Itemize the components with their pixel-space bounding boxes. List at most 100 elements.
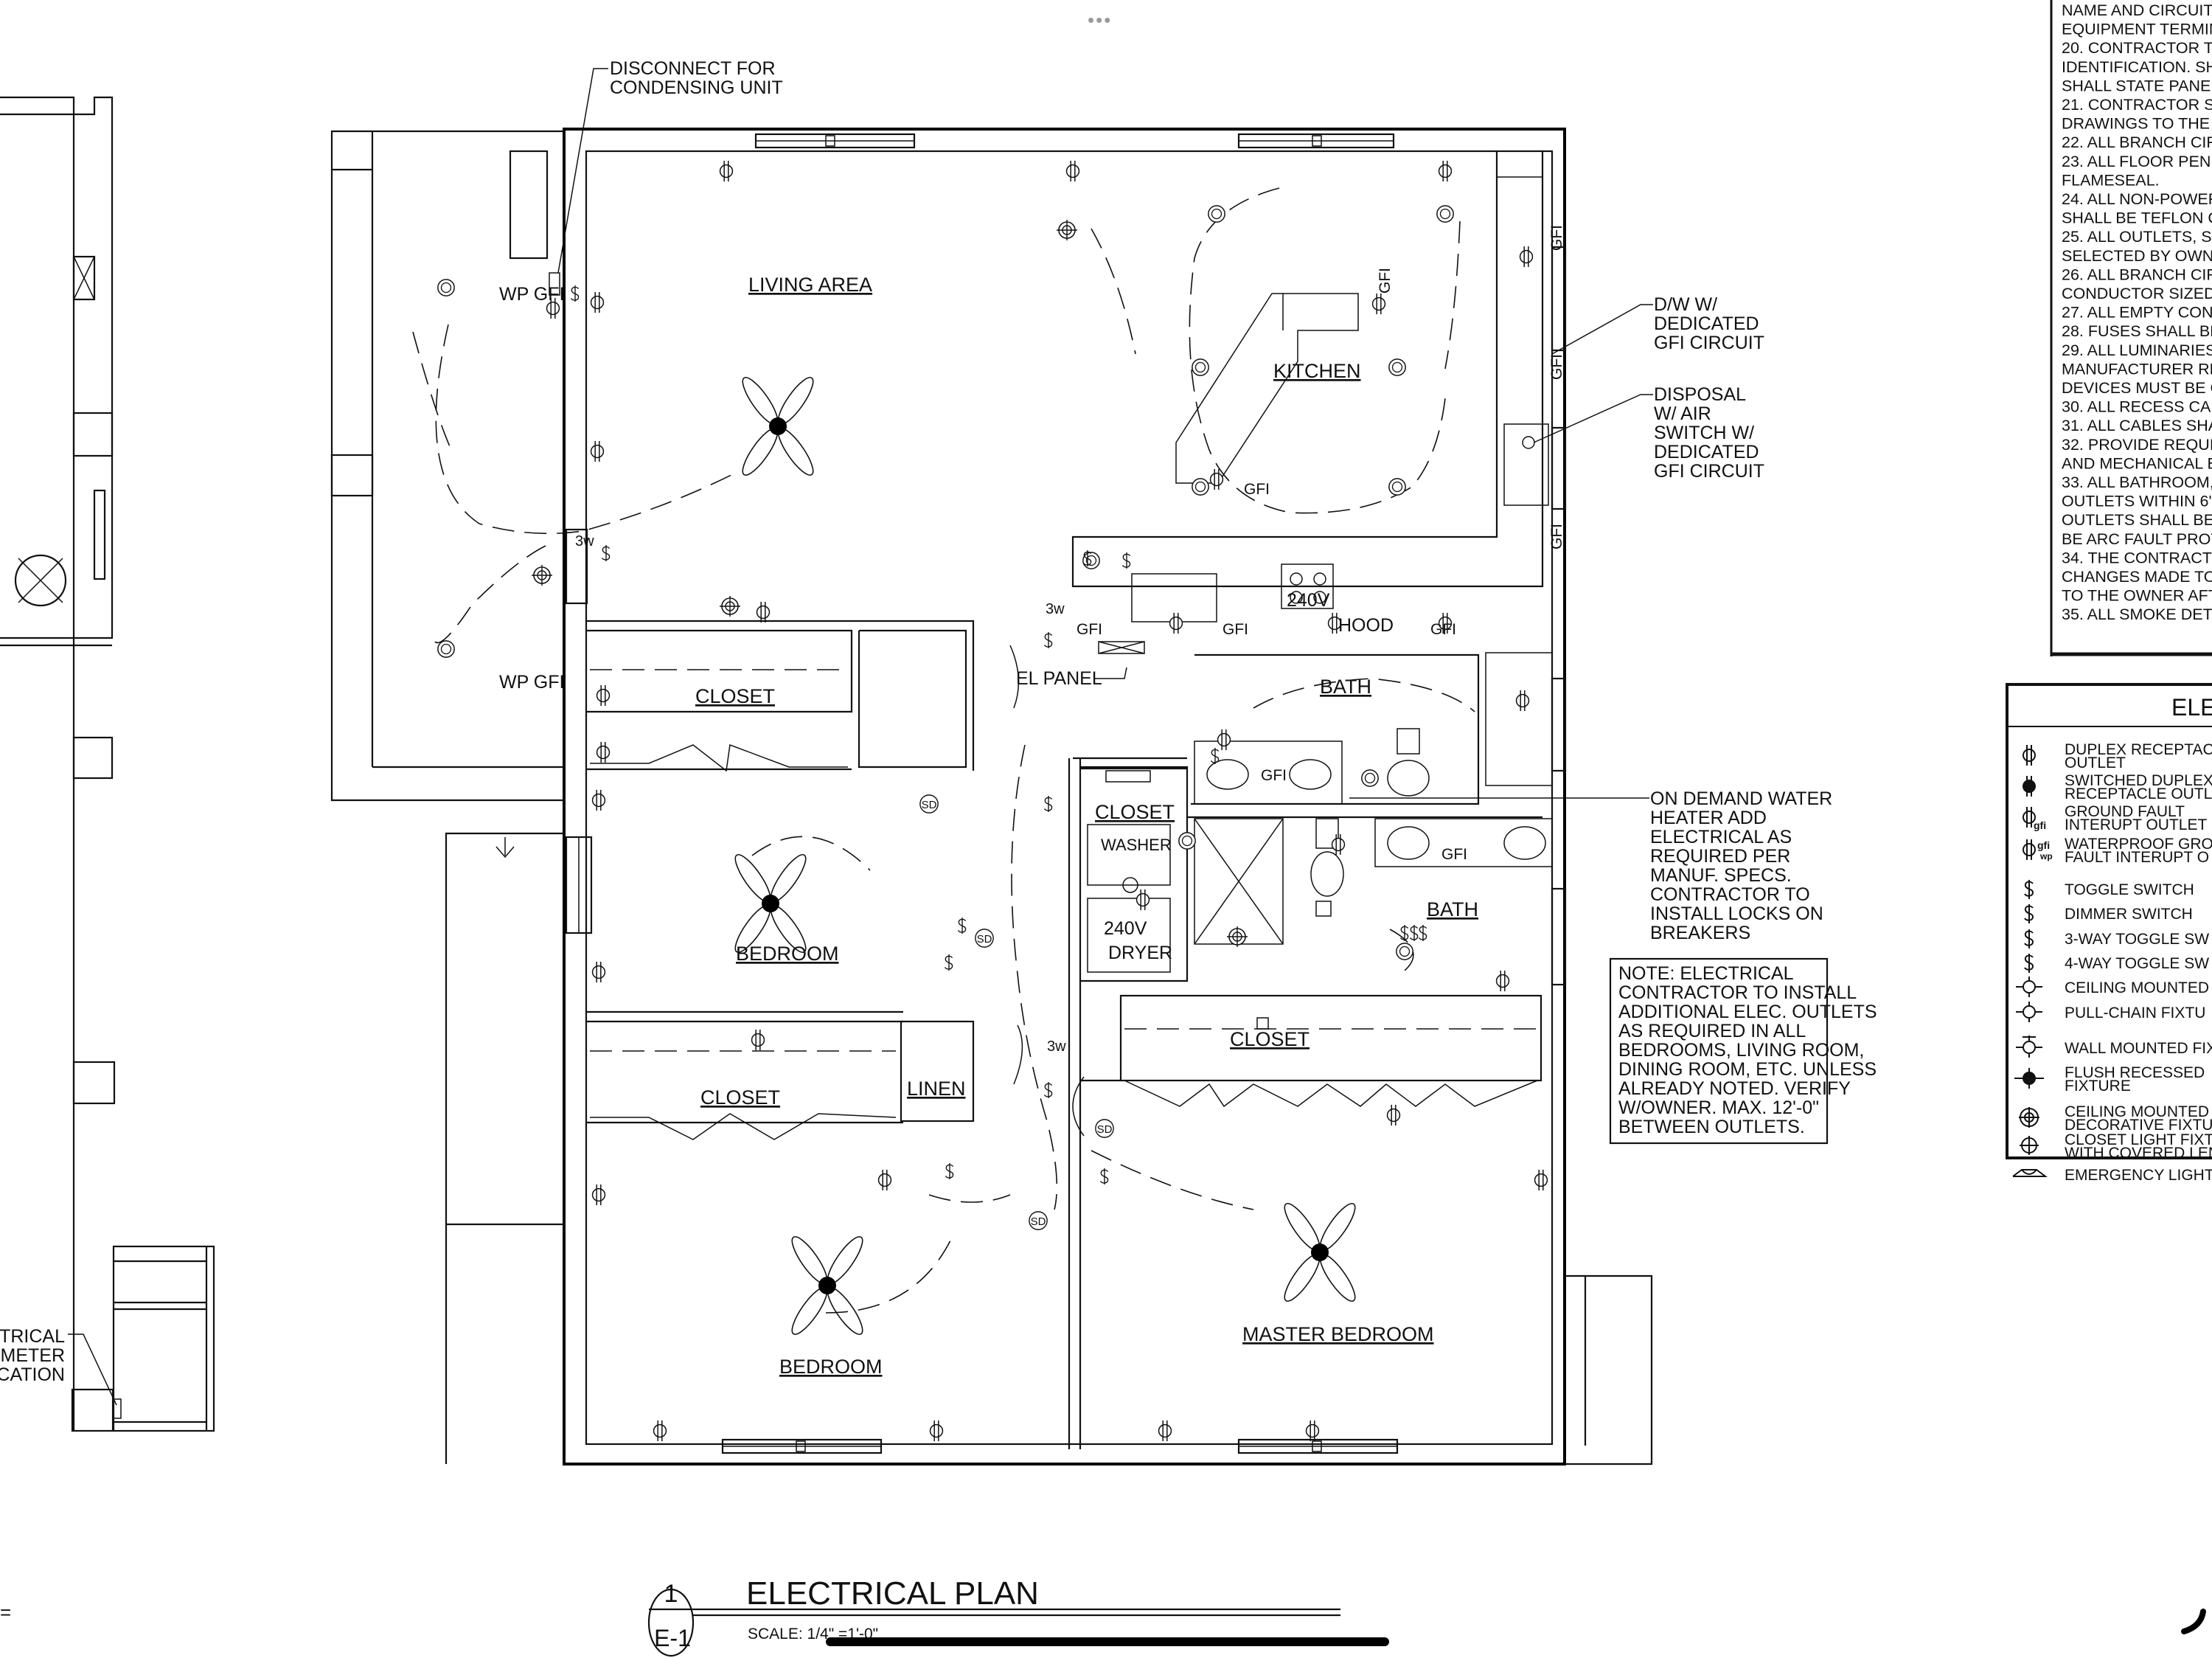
duplex-receptacle-icon	[591, 1184, 606, 1206]
general-note-line: CONDUCTOR SIZED IN AC	[2062, 285, 2212, 302]
general-note-line: 27. ALL EMPTY CONDUITS	[2062, 304, 2212, 322]
svg-text:GFI: GFI	[1261, 767, 1287, 784]
toggle-switch-icon	[1121, 551, 1131, 570]
ceiling-fan-icon	[737, 372, 819, 480]
svg-text:DINING ROOM, ETC. UNLESS: DINING ROOM, ETC. UNLESS	[1618, 1059, 1877, 1080]
ceiling-light-icon	[1192, 358, 1209, 376]
svg-text:ALREADY NOTED. VERIFY: ALREADY NOTED. VERIFY	[1618, 1078, 1851, 1099]
duplex-receptacle-icon	[1158, 1420, 1172, 1442]
general-note-line: FLAMESEAL.	[2062, 171, 2160, 189]
3way-switch-icon	[2024, 929, 2034, 948]
general-note-line: 29. ALL LUMINARIES SHA	[2062, 341, 2212, 359]
svg-text:WASHER: WASHER	[1101, 836, 1172, 854]
pen-tool-icon[interactable]	[2181, 1609, 2206, 1634]
general-note-line: 28. FUSES SHALL BE DU	[2062, 322, 2212, 340]
duplex-receptacle-icon	[590, 440, 605, 462]
detail-number: 1	[664, 1580, 678, 1608]
duplex-receptacle-icon	[756, 601, 771, 623]
general-note-line: 25. ALL OUTLETS, SWITC	[2062, 228, 2212, 246]
ceiling-light-icon	[1388, 478, 1406, 496]
general-note-line: BE ARC FAULT PROTECTE	[2062, 530, 2212, 548]
toggle-switch-icon	[1409, 923, 1419, 943]
general-note-line: 34. THE CONTRACTOR SH	[2062, 549, 2212, 566]
smoke-detector-label: SD	[977, 933, 992, 946]
duplex-receptacle-icon	[1495, 970, 1510, 992]
general-note-line: SHALL BE TEFLON COATE	[2062, 209, 2212, 227]
legend-item: 3-WAY TOGGLE SW	[2024, 929, 2209, 948]
legend-item-label: SWITCHED DUPLEX	[2065, 772, 2212, 789]
legend-item-label: CEILING MOUNTED	[2065, 979, 2209, 996]
svg-text:240V: 240V	[1104, 918, 1147, 939]
legend-item-label: WITH COVERED LEN	[2065, 1145, 2212, 1162]
general-note-line: 23. ALL FLOOR PENETRA	[2062, 153, 2212, 170]
svg-text:WP GFI: WP GFI	[499, 284, 564, 305]
switched-duplex-icon	[2023, 776, 2036, 797]
room-label-kitchen: KITCHEN	[1273, 360, 1361, 382]
ceiling-light-icon	[437, 640, 455, 658]
general-note-line: NAME AND CIRCUIT NUMB	[2062, 1, 2212, 19]
room-labels: LIVING AREA KITCHEN CLOSET BATH CLOSET B…	[695, 274, 1478, 1378]
svg-text:SWITCH W/: SWITCH W/	[1654, 423, 1754, 443]
legend-item: EMERGENCY LIGHT F	[2012, 1167, 2212, 1184]
edge-mark: =	[0, 1601, 11, 1623]
legend-item: CEILING MOUNTED	[2016, 977, 2209, 997]
callout-water-heater: ON DEMAND WATER HEATER ADD ELECTRICAL AS…	[1349, 788, 1832, 943]
toggle-switch-icon	[1210, 746, 1220, 766]
svg-text:D/W W/: D/W W/	[1654, 294, 1717, 315]
duplex-receptacle-icon	[877, 1169, 892, 1191]
pull-chain-fixture-icon	[2016, 1002, 2042, 1022]
legend-item: PULL-CHAIN FIXTU	[2016, 1002, 2205, 1022]
plan-annotations: WP GFI WP GFI GFI GFI GFI GFI GFI GFI GF…	[499, 225, 1565, 1055]
meter-callout: ECTRICAL METER LOCATION	[0, 1326, 65, 1385]
svg-text:DEDICATED: DEDICATED	[1654, 442, 1759, 462]
closet-light-icon	[2020, 1136, 2039, 1155]
svg-text:ADDITIONAL ELEC. OUTLETS: ADDITIONAL ELEC. OUTLETS	[1618, 1002, 1877, 1022]
room-label-master-bedroom: MASTER BEDROOM	[1242, 1323, 1434, 1345]
legend-item-label: RECEPTACLE OUTLE	[2065, 785, 2212, 802]
toggle-switch-icon	[944, 953, 953, 972]
general-note-line: MANUFACTURER RECOMMI	[2062, 360, 2212, 378]
toggle-switch-icon	[1043, 631, 1053, 650]
ceiling-light-icon	[1388, 358, 1406, 376]
switch-wiring	[412, 187, 1475, 1314]
svg-text:BEDROOMS, LIVING ROOM,: BEDROOMS, LIVING ROOM,	[1618, 1040, 1864, 1061]
room-label-closet: CLOSET	[700, 1086, 780, 1109]
toggle-switch-icon	[945, 1162, 954, 1181]
svg-text:GFI: GFI	[1430, 621, 1456, 638]
ceiling-light-icon	[1082, 552, 1100, 569]
toggle-switch-icon	[1043, 1081, 1053, 1100]
legend-item-label: DECORATIVE FIXTUR	[2065, 1117, 2212, 1134]
svg-text:EL PANEL: EL PANEL	[1016, 668, 1102, 689]
duplex-receptacle-icon	[591, 789, 606, 811]
svg-text:wp: wp	[2039, 851, 2053, 861]
toggle-switch-icon	[957, 916, 967, 935]
duplex-receptacle-icon	[1209, 468, 1224, 490]
legend-item-label: CEILING MOUNTED	[2065, 1103, 2209, 1120]
svg-text:NOTE: ELECTRICAL: NOTE: ELECTRICAL	[1618, 963, 1794, 984]
svg-text:DEDICATED: DEDICATED	[1654, 313, 1759, 334]
legend-item-label: WALL MOUNTED FIX	[2065, 1040, 2212, 1057]
legend-item-label: GROUND FAULT	[2065, 803, 2185, 820]
svg-text:REQUIRED PER: REQUIRED PER	[1650, 846, 1790, 867]
window-menu-dots[interactable]: •••	[1088, 9, 1112, 31]
ceiling-light-icon	[1178, 832, 1196, 850]
smoke-detector-label: SD	[922, 799, 937, 811]
ceiling-light-icon	[1396, 943, 1413, 960]
duplex-receptacle-icon	[1065, 160, 1080, 182]
callout-disposal: DISPOSAL W/ AIR SWITCH W/ DEDICATED GFI …	[1533, 384, 1764, 482]
legend-item: TOGGLE SWITCH	[2024, 880, 2194, 899]
duplex-receptacle-icon	[1217, 729, 1231, 751]
svg-text:DISCONNECT FOR: DISCONNECT FOR	[610, 58, 776, 79]
decorative-fixture-icon	[2019, 1107, 2039, 1128]
toggle-switch-icon	[1418, 923, 1427, 943]
legend-item: 4-WAY TOGGLE SW	[2024, 954, 2209, 973]
svg-text:GFI: GFI	[1077, 621, 1102, 638]
duplex-receptacle-icon	[1515, 690, 1530, 712]
ceiling-light-icon	[437, 279, 455, 296]
svg-text:GFI CIRCUIT: GFI CIRCUIT	[1654, 333, 1764, 353]
general-note-line: DRAWINGS TO THE OWNE	[2062, 115, 2212, 133]
svg-text:INSTALL LOCKS ON: INSTALL LOCKS ON	[1650, 903, 1823, 924]
